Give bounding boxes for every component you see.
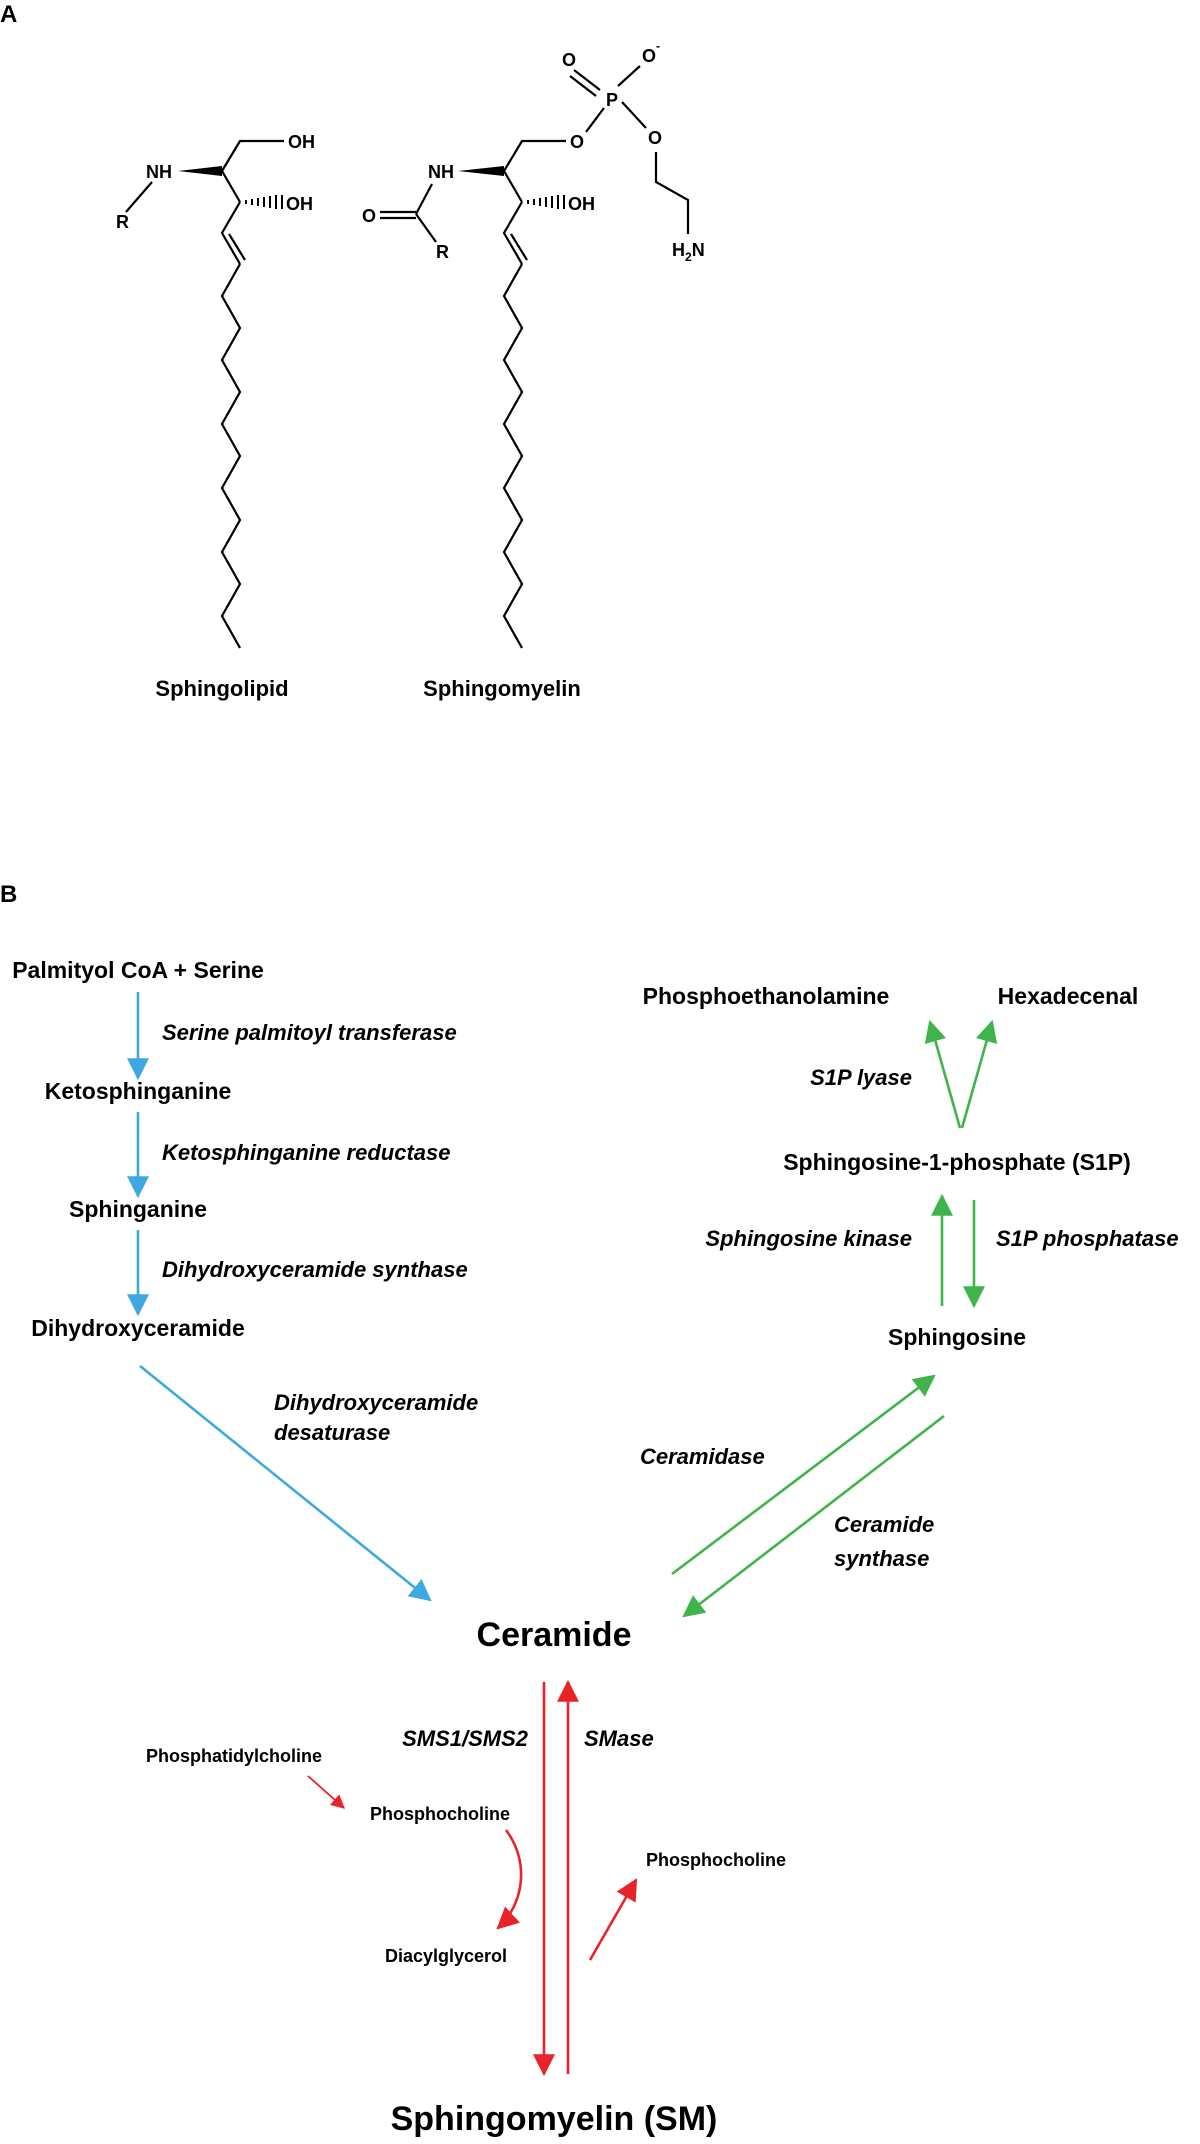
- arrow-sphingosine-to-ceramide: [682, 1414, 945, 1618]
- enzyme-sms1-sms2: SMS1/SMS2: [402, 1726, 529, 1751]
- sphingolipid-alkyl-chain: [220, 263, 242, 649]
- panel-label-b: B: [0, 881, 17, 908]
- sphingomyelin-h2n-atom: H2N: [672, 240, 705, 264]
- enzyme-ceramidase: Ceramidase: [640, 1444, 765, 1469]
- node-phosphoethanolamine: Phosphoethanolamine: [643, 983, 890, 1009]
- node-phosphocholine-product: Phosphocholine: [646, 1850, 786, 1870]
- sphingomyelin-ch2o-bond: [503, 139, 566, 172]
- sphingolipid-structure: NH R OH OH Sphingolipid: [116, 132, 315, 701]
- enzyme-ketosphinganine-reductase: Ketosphinganine reductase: [162, 1140, 451, 1165]
- sphingomyelin-r-atom: R: [436, 242, 449, 262]
- node-phosphocholine-substrate: Phosphocholine: [370, 1804, 510, 1824]
- enzyme-dihydroxyceramide-desaturase-line1: Dihydroxyceramide: [274, 1390, 478, 1415]
- sphingomyelin-amide-n-bond: [415, 183, 433, 215]
- sphingomyelin-op-bond-left: [585, 107, 605, 133]
- sphingosine-pathway: Ceramidase Ceramide synthase Sphingosine…: [640, 983, 1179, 1618]
- sphingomyelin-hash-bond: [527, 195, 565, 209]
- de-novo-pathway: Palmityol CoA + Serine Serine palmitoyl …: [12, 957, 478, 1602]
- sphingomyelin-minus-charge: -: [656, 39, 660, 53]
- sphingomyelin-c2c3-bond: [503, 170, 523, 203]
- node-phosphatidylcholine: Phosphatidylcholine: [146, 1746, 322, 1766]
- sphingolipid-label: Sphingolipid: [155, 676, 288, 701]
- sphingomyelin-alkyl-chain: [502, 263, 524, 649]
- sphingolipid-nh-atom: NH: [146, 162, 172, 182]
- sphingomyelin-alkene-bond: [502, 201, 523, 265]
- sphingomyelin-amide-r-bond: [415, 213, 437, 243]
- node-diacylglycerol: Diacylglycerol: [385, 1946, 507, 1966]
- sphingomyelin-o-left-atom: O: [570, 132, 584, 152]
- sphingomyelin-structure: NH O R OH P O O - O O H2N: [362, 39, 705, 701]
- sphingomyelin-op-bond-right: [621, 101, 647, 129]
- arrow-dihydroxyceramide-to-ceramide: [139, 1364, 432, 1602]
- sphingolipid-hash-bond: [245, 195, 283, 209]
- sphingomyelin-p-double-bond-1: [573, 69, 601, 91]
- node-s1p: Sphingosine-1-phosphate (S1P): [783, 1149, 1131, 1175]
- arrow-s1p-to-hexadecenal: [960, 1019, 998, 1129]
- arrow-phosphocholine-to-diacylglycerol: [496, 1829, 523, 1930]
- arrow-s1p-to-phosphoethanolamine: [924, 1019, 962, 1129]
- sphingomyelin-o-double-atom: O: [562, 50, 576, 70]
- sphingomyelin-cycle: SMS1/SMS2 SMase Phosphatidylcholine Phos…: [146, 1679, 786, 2138]
- arrow-to-phosphocholine-product: [588, 1878, 638, 1961]
- sphingomyelin-wedge-bond: [458, 166, 504, 176]
- node-sphingomyelin: Sphingomyelin (SM): [391, 2100, 718, 2138]
- enzyme-smase: SMase: [584, 1726, 654, 1751]
- sphingomyelin-nh-atom: NH: [428, 162, 454, 182]
- sphingomyelin-o-minus-atom: O: [642, 46, 656, 66]
- arrow-ceramide-to-sphingosine: [671, 1374, 936, 1576]
- node-ketosphinganine: Ketosphinganine: [45, 1078, 232, 1104]
- enzyme-ceramide-synthase-line1: Ceramide: [834, 1512, 934, 1537]
- sphingomyelin-alkene-second-line: [510, 233, 528, 261]
- enzyme-dihydroxyceramide-synthase: Dihydroxyceramide synthase: [162, 1257, 468, 1282]
- sphingolipid-alkene-bond: [220, 201, 241, 265]
- enzyme-ceramide-synthase-line2: synthase: [834, 1546, 929, 1571]
- sphingolipid-oh-mid-atom: OH: [286, 194, 313, 214]
- node-hexadecenal: Hexadecenal: [998, 983, 1139, 1009]
- sphingomyelin-ethanolamine-chain: [654, 152, 690, 234]
- node-dihydroxyceramide: Dihydroxyceramide: [31, 1315, 244, 1341]
- panel-label-a: A: [0, 1, 17, 28]
- enzyme-dihydroxyceramide-desaturase-line2: desaturase: [274, 1420, 390, 1445]
- node-sphinganine: Sphinganine: [69, 1196, 207, 1222]
- sphingomyelin-o-right-atom: O: [648, 128, 662, 148]
- node-palmitoyl-coa-serine: Palmityol CoA + Serine: [12, 957, 264, 983]
- enzyme-s1p-phosphatase: S1P phosphatase: [996, 1226, 1179, 1251]
- sphingolipid-alkene-second-line: [228, 233, 246, 261]
- node-ceramide: Ceramide: [477, 1616, 632, 1654]
- enzyme-serine-palmitoyl-transferase: Serine palmitoyl transferase: [162, 1020, 457, 1045]
- arrow-phosphatidylcholine-to-phosphocholine: [307, 1775, 346, 1809]
- sphingomyelin-label: Sphingomyelin: [423, 676, 581, 701]
- sphingomyelin-oh-mid-atom: OH: [568, 194, 595, 214]
- enzyme-s1p-lyase: S1P lyase: [810, 1065, 912, 1090]
- sphingomyelin-p-atom: P: [606, 90, 618, 110]
- sphingomyelin-p-ominus-bond: [617, 65, 641, 87]
- enzyme-sphingosine-kinase: Sphingosine kinase: [705, 1226, 912, 1251]
- sphingolipid-c2c3-bond: [221, 170, 241, 203]
- node-sphingosine: Sphingosine: [888, 1324, 1026, 1350]
- sphingolipid-wedge-bond: [178, 166, 222, 176]
- sphingomyelin-o-carbonyl-atom: O: [362, 206, 376, 226]
- sphingolipid-nr-bond: [125, 181, 153, 213]
- sphingolipid-r-atom: R: [116, 212, 129, 232]
- sphingomyelin-p-double-bond-2: [569, 75, 597, 97]
- sphingolipid-ch2oh-bond: [221, 139, 284, 172]
- sphingolipid-oh-top-atom: OH: [288, 132, 315, 152]
